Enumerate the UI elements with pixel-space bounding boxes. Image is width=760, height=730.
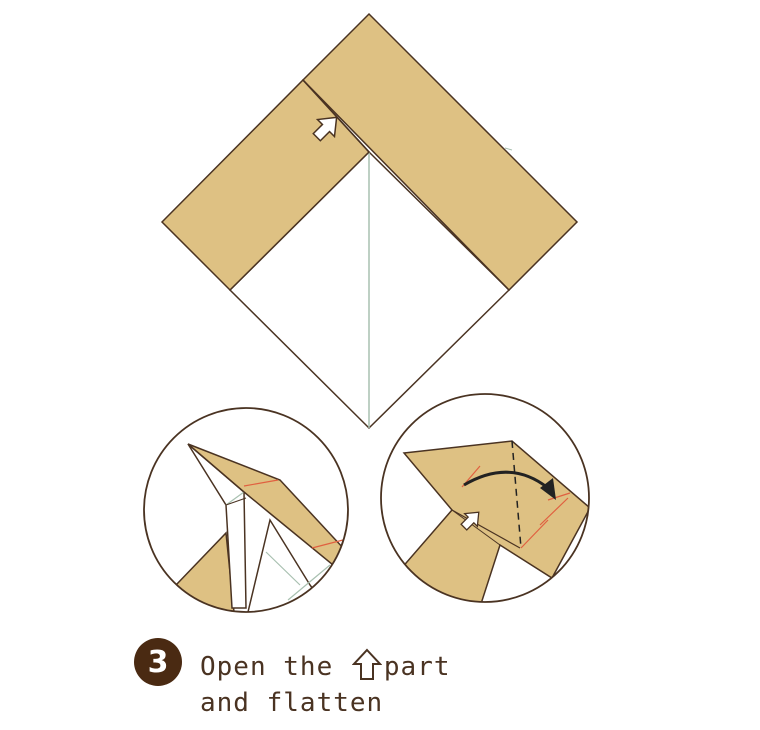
small-open-arrow-icon: [460, 511, 480, 531]
right-colored-flap: [301, 12, 579, 292]
instruction-line-1: Open the part: [200, 648, 451, 682]
instruction-line-2: and flatten: [200, 688, 384, 718]
up-outline-arrow-icon: [351, 648, 382, 680]
valley-fold-line: [511, 440, 522, 549]
instruction-text-open: Open the: [200, 652, 334, 682]
main-folded-diamond: [160, 12, 579, 430]
hidden-edge-mark: [504, 147, 513, 151]
step-number-badge: 3: [134, 638, 182, 686]
open-arrow-icon: [312, 116, 338, 142]
fold-direction-arrow: [463, 470, 549, 490]
detail-circle-right: [380, 393, 590, 603]
instruction-text-part: part: [383, 652, 451, 682]
detail-circle-left: [143, 407, 349, 613]
